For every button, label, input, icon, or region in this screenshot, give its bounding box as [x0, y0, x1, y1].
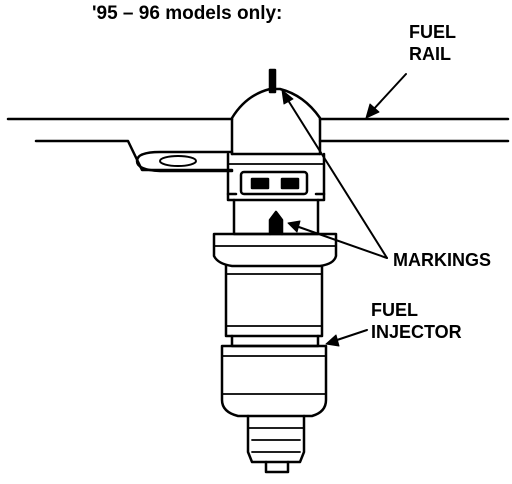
leader-markings: [281, 89, 388, 259]
injector-flange: [212, 232, 338, 268]
injector-body: [224, 264, 324, 338]
fuel-rail-label-line2: RAIL: [409, 44, 451, 64]
injector-connector: [232, 198, 320, 236]
fuel-injector-label-line1: FUEL: [371, 300, 418, 320]
fuel-rail-label-line1: FUEL: [409, 22, 456, 42]
leader-fuel-rail: [365, 73, 407, 119]
figure-title: '95 – 96 models only:: [92, 3, 283, 24]
markings-label: MARKINGS: [393, 250, 491, 270]
injector-top: [230, 68, 322, 156]
fuel-injector-label-line2: INJECTOR: [371, 322, 462, 342]
leader-fuel-injector: [325, 329, 368, 347]
injector-lower: [220, 334, 328, 418]
injector-nozzle: [246, 414, 306, 474]
fuel-rail-label: FUEL RAIL: [409, 21, 456, 65]
fuel-rail: [6, 117, 510, 172]
mounting-tab: [135, 150, 234, 173]
fuel-injector-label: FUEL INJECTOR: [371, 299, 462, 343]
injector-collar: [226, 152, 326, 202]
